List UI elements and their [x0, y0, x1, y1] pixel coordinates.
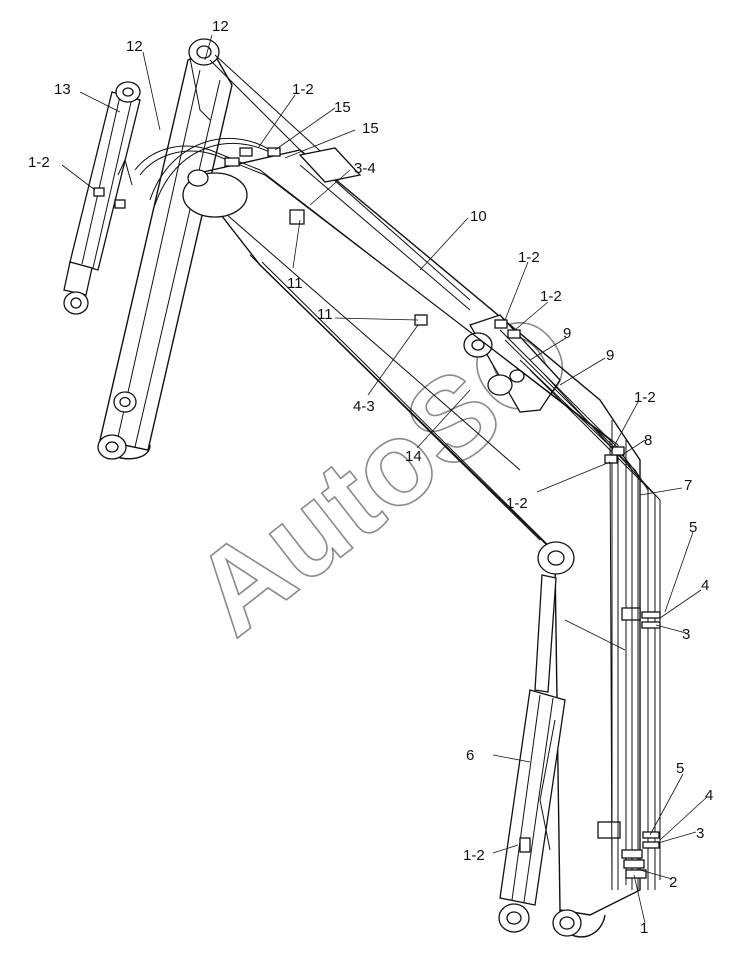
callout-9-lower: 9: [606, 347, 614, 364]
leader-lines: [61, 34, 708, 924]
callout-4-3: 4-3: [353, 398, 375, 415]
callout-1-2-boom-cyl: 1-2: [28, 154, 50, 171]
callout-15-lower: 15: [362, 120, 379, 137]
hose-fittings: [93, 147, 661, 879]
arm-cylinder: [498, 574, 566, 933]
callout-11-lower: 11: [287, 275, 303, 292]
watermark: AutoSO: [170, 286, 597, 660]
callout-3-lower: 3: [696, 825, 704, 842]
callout-5-upper: 5: [689, 519, 697, 536]
callout-10: 10: [470, 208, 487, 225]
callout-11-mid: 11: [317, 306, 333, 323]
callout-4-upper: 4: [701, 577, 709, 594]
callout-5-lower: 5: [676, 760, 684, 777]
callout-8: 8: [644, 432, 652, 449]
callout-13: 13: [54, 81, 71, 98]
arm-stick: [182, 149, 641, 938]
boom-cylinder: [63, 81, 141, 315]
callout-14: 14: [405, 448, 422, 465]
bucket-link-bracket: [463, 314, 561, 413]
callout-1-2-right: 1-2: [634, 389, 656, 406]
callout-12-top: 12: [212, 18, 229, 35]
callout-3-upper: 3: [682, 626, 690, 643]
callout-1: 1: [640, 920, 648, 937]
callout-labels: 12 12 13 1-2 1-2 15 15 3-4 10 11 11 4-3 …: [28, 18, 713, 937]
callout-1-2-arm-cyl: 1-2: [463, 847, 485, 864]
callout-1-2-center: 1-2: [506, 495, 528, 512]
boom: [97, 38, 233, 460]
callout-9-upper: 9: [563, 325, 571, 342]
callout-1-2-mid-a: 1-2: [518, 249, 540, 266]
callout-3-4: 3-4: [354, 160, 376, 177]
callout-1-2-mid-b: 1-2: [540, 288, 562, 305]
callout-7: 7: [684, 477, 692, 494]
callout-2: 2: [669, 874, 677, 891]
callout-12-left: 12: [126, 38, 143, 55]
callout-1-2-top: 1-2: [292, 81, 314, 98]
callout-15-upper: 15: [334, 99, 351, 116]
callout-4-lower: 4: [705, 787, 713, 804]
callout-6: 6: [466, 747, 474, 764]
